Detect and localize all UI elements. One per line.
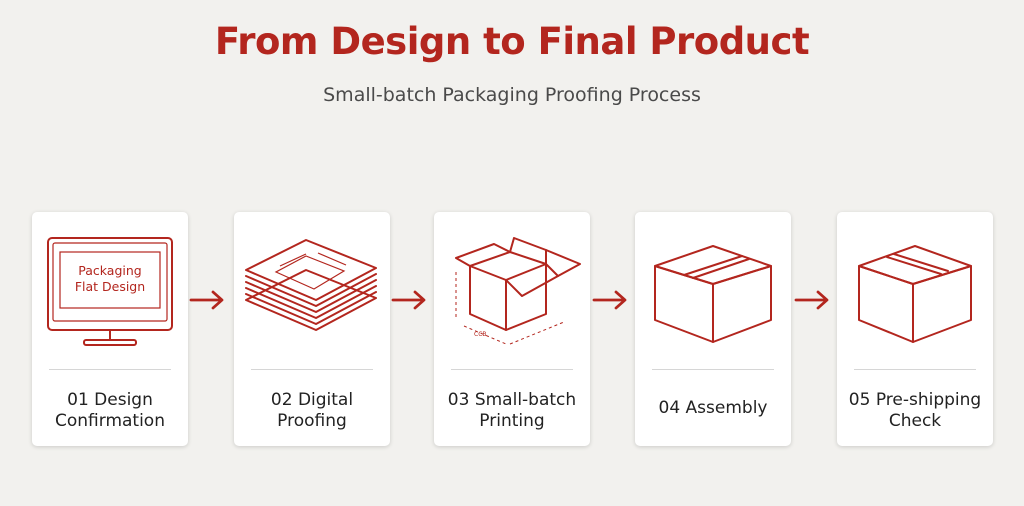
step-label-line2: Printing (479, 411, 545, 431)
card-divider (854, 369, 976, 370)
dimension-text: CCB (474, 331, 487, 338)
step-card-design-confirmation: Packaging Flat Design 01 Design Confirma… (32, 212, 188, 446)
closed-box-icon (654, 245, 772, 343)
step-label: 02 Digital Proofing (238, 390, 386, 432)
sealed-box-icon (858, 245, 972, 343)
step-label-line2: Check (888, 411, 942, 431)
page-subtitle: Small-batch Packaging Proofing Process (323, 84, 701, 106)
monitor-screen-text-2: Flat Design (75, 279, 145, 294)
step-label-line1: 05 Pre-shipping (848, 390, 982, 410)
step-card-digital-proofing: 02 Digital Proofing (234, 212, 390, 446)
card-divider (652, 369, 774, 370)
arrow-right-icon (189, 290, 224, 310)
card-divider (251, 369, 373, 370)
step-label-line1: 01 Design (67, 390, 153, 410)
open-box-icon: CCB (455, 237, 581, 345)
card-divider (451, 369, 573, 370)
monitor-screen-text-1: Packaging (78, 263, 141, 278)
step-label: 01 Design Confirmation (36, 390, 184, 432)
arrow-right-icon (592, 290, 627, 310)
arrow-right-icon (794, 290, 829, 310)
page-title: From Design to Final Product (214, 20, 810, 63)
step-label: 04 Assembly (639, 398, 787, 419)
step-label-line1: 03 Small-batch (447, 390, 577, 410)
stacked-sheets-icon (245, 239, 377, 331)
step-card-pre-shipping-check: 05 Pre-shipping Check (837, 212, 993, 446)
arrow-right-icon (391, 290, 426, 310)
step-label: 05 Pre-shipping Check (841, 390, 989, 432)
step-label-line1: 04 Assembly (658, 398, 768, 418)
step-label-line1: 02 Digital (270, 390, 354, 410)
step-card-small-batch-printing: CCB 03 Small-batch Printing (434, 212, 590, 446)
step-label-line2: Confirmation (55, 411, 165, 431)
card-divider (49, 369, 171, 370)
step-card-assembly: 04 Assembly (635, 212, 791, 446)
monitor-icon: Packaging Flat Design (47, 237, 173, 346)
step-label: 03 Small-batch Printing (438, 390, 586, 432)
step-label-line2: Proofing (277, 411, 347, 431)
